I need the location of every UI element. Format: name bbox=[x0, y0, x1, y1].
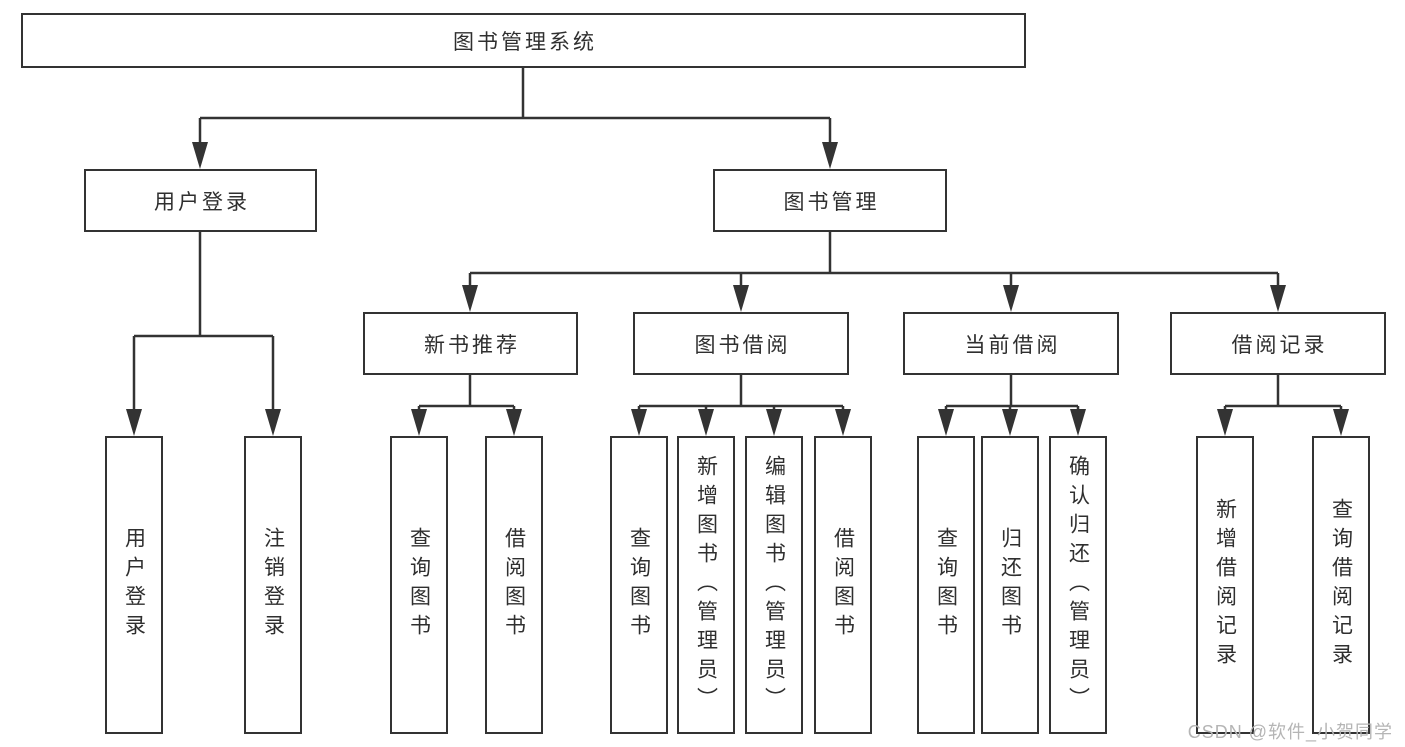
leaf-add-borrow-record: 新增借阅记录 bbox=[1196, 436, 1254, 734]
leaf-label: 借阅图书 bbox=[502, 527, 526, 643]
leaf-borrow-books-recommend: 借阅图书 bbox=[485, 436, 543, 734]
leaf-user-login: 用户登录 bbox=[105, 436, 163, 734]
node-label: 当前借阅 bbox=[964, 333, 1061, 357]
leaf-edit-book-admin: 编辑图书（管理员） bbox=[745, 436, 803, 734]
leaf-borrow-books: 借阅图书 bbox=[814, 436, 872, 734]
leaf-label: 编辑图书（管理员） bbox=[762, 454, 786, 716]
leaf-label: 查询图书 bbox=[934, 527, 958, 643]
leaf-add-book-admin: 新增图书（管理员） bbox=[677, 436, 735, 734]
node-root-library-system: 图书管理系统 bbox=[21, 13, 1026, 68]
node-book-borrow: 图书借阅 bbox=[633, 312, 849, 375]
leaf-label: 注销登录 bbox=[261, 527, 285, 643]
node-book-management: 图书管理 bbox=[713, 169, 947, 232]
node-label: 新书推荐 bbox=[424, 333, 520, 357]
csdn-watermark: CSDN @软件_小贺同学 bbox=[1187, 722, 1393, 742]
leaf-label: 归还图书 bbox=[998, 527, 1022, 643]
arrow-heads bbox=[126, 142, 1349, 436]
node-current-borrow: 当前借阅 bbox=[903, 312, 1119, 375]
node-label: 图书管理系统 bbox=[453, 30, 597, 54]
node-label: 借阅记录 bbox=[1231, 333, 1328, 357]
leaf-logout: 注销登录 bbox=[244, 436, 302, 734]
leaf-label: 借阅图书 bbox=[831, 527, 855, 643]
leaf-query-books-borrow: 查询图书 bbox=[610, 436, 668, 734]
node-label: 图书借阅 bbox=[694, 333, 791, 357]
leaf-label: 查询图书 bbox=[627, 527, 651, 643]
leaf-label: 查询图书 bbox=[407, 527, 431, 643]
node-borrow-records: 借阅记录 bbox=[1170, 312, 1386, 375]
node-label: 用户登录 bbox=[154, 190, 250, 214]
node-new-book-recommend: 新书推荐 bbox=[363, 312, 578, 375]
leaf-label: 用户登录 bbox=[122, 527, 146, 643]
leaf-label: 新增借阅记录 bbox=[1213, 498, 1237, 672]
node-label: 图书管理 bbox=[783, 190, 880, 214]
leaf-label: 新增图书（管理员） bbox=[694, 454, 718, 716]
leaf-label: 查询借阅记录 bbox=[1329, 498, 1353, 672]
leaf-return-book: 归还图书 bbox=[981, 436, 1039, 734]
leaf-confirm-return-admin: 确认归还（管理员） bbox=[1049, 436, 1107, 734]
leaf-label: 确认归还（管理员） bbox=[1066, 454, 1090, 716]
node-user-login: 用户登录 bbox=[84, 169, 317, 232]
leaf-query-books-recommend: 查询图书 bbox=[390, 436, 448, 734]
leaf-query-books-current: 查询图书 bbox=[917, 436, 975, 734]
leaf-query-borrow-record: 查询借阅记录 bbox=[1312, 436, 1370, 734]
